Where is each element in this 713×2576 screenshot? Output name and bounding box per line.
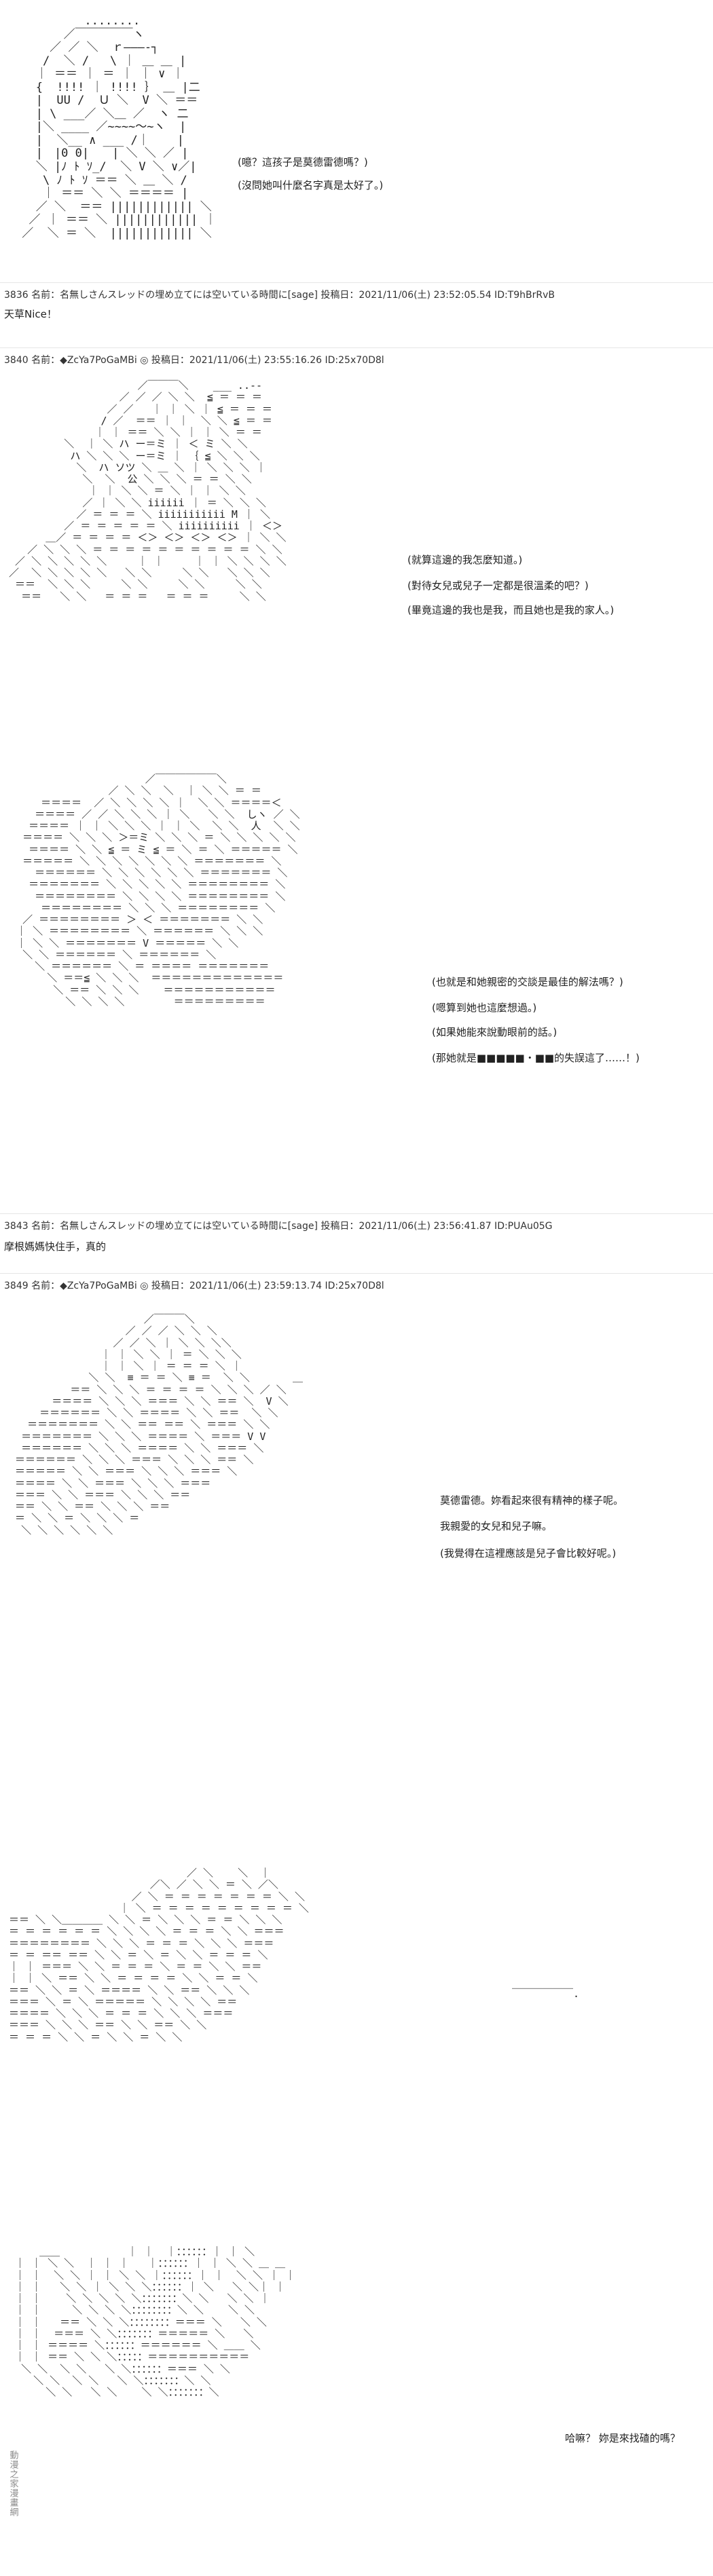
dialogue-line: (如果她能來說動眼前的話。) bbox=[432, 1026, 557, 1038]
ascii-art-dash-line: ￣￣￣￣￣￣. bbox=[512, 1988, 580, 2000]
ascii-art-scene-4: ／￣￣￣＼ ／ ／ ／ ＼ ＼ ＼ ／ ／ ＼ ｜ ＼ ＼ ＼＼ ｜ ｜ ＼ ＼… bbox=[15, 1313, 304, 1536]
post-divider bbox=[0, 1213, 713, 1214]
ascii-art-scene-1: ........ ／￣￣￣￣￣ヽ ／ ／ ＼ ｒ―――-┐ / ＼ / \ ｜ … bbox=[22, 14, 217, 240]
post-header: 3840 名前：◆ZcYa7PoGaMBi ◎ 投稿日：2021/11/06(土… bbox=[4, 355, 384, 366]
dialogue-line: (畢竟這邊的我也是我，而且她也是我的家人。) bbox=[407, 604, 615, 616]
post-header: 3836 名前：名無しさんスレッドの埋め立てには空いている時間に[sage] 投… bbox=[4, 290, 555, 301]
ascii-art-scene-5: ／ ＼ ＼ ｜ ／＼ ／ ＼ ＼ ＝ ＼ ／＼ ／ ＼ ＝ ＝ ＝ ＝ ＝ ＝ … bbox=[9, 1867, 309, 2043]
dialogue-line: 莫德雷德。妳看起來很有精神的樣子呢。 bbox=[440, 1494, 624, 1507]
site-watermark: 動漫之家漫畫網 bbox=[3, 2416, 23, 2552]
dialogue-line: (對待女兒或兒子一定都是很溫柔的吧？) bbox=[407, 580, 589, 592]
post-header: 3843 名前：名無しさんスレッドの埋め立てには空いている時間に[sage] 投… bbox=[4, 1221, 553, 1232]
post-body: 天草Nice！ bbox=[4, 308, 57, 320]
dialogue-line: (沒問她叫什麼名字真是太好了。) bbox=[238, 179, 384, 191]
ascii-art-scene-2: ／￣￣￣＼ ___ ..-- ／ ／ ／ ＼ ＼ ≦ ＝ ＝ ＝ ／ ／ ｜ ｜… bbox=[9, 379, 287, 603]
ascii-art-scene-6: ＿＿ ｜ ｜ ｜：：：：：：｜ ｜ ＼ ｜ ｜ ＼ ＼ ｜ ｜ ｜ ｜：：：：：… bbox=[15, 2246, 296, 2398]
post-divider bbox=[0, 1273, 713, 1274]
post-header: 3849 名前：◆ZcYa7PoGaMBi ◎ 投稿日：2021/11/06(土… bbox=[4, 1281, 384, 1291]
dialogue-line: 哈嘛？ 妳是來找碴的嗎？ bbox=[565, 2432, 680, 2444]
dialogue-line: (那她就是■■■■■・■■的失誤這了……！) bbox=[432, 1052, 640, 1064]
dialogue-line: (噫？這孩子是莫德雷德嗎？) bbox=[238, 156, 368, 168]
post-divider bbox=[0, 282, 713, 283]
watermark-text: 動漫之家漫畫網 bbox=[7, 2450, 18, 2517]
post-divider bbox=[0, 347, 713, 348]
dialogue-line: (我覺得在這裡應該是兒子會比較好呢。) bbox=[440, 1547, 617, 1559]
dialogue-line: (嗯算到她也這麼想過。) bbox=[432, 1002, 537, 1014]
ascii-art-scene-3: ／￣￣￣￣￣￣＼ ／ ＼ ＼ ＼ ｜ ＼ ＼ ＝ ＝ ＝＝＝＝ ／ ＼ ＼ ＼ … bbox=[16, 773, 300, 1008]
dialogue-line: (就算這邊的我怎麼知道。) bbox=[407, 554, 523, 566]
post-body: 摩根媽媽快住手，真的 bbox=[4, 1240, 107, 1253]
dialogue-line: 我親愛的女兒和兒子嘛。 bbox=[440, 1520, 553, 1532]
dialogue-line: (也就是和她親密的交談是最佳的解法嗎？) bbox=[432, 976, 623, 988]
